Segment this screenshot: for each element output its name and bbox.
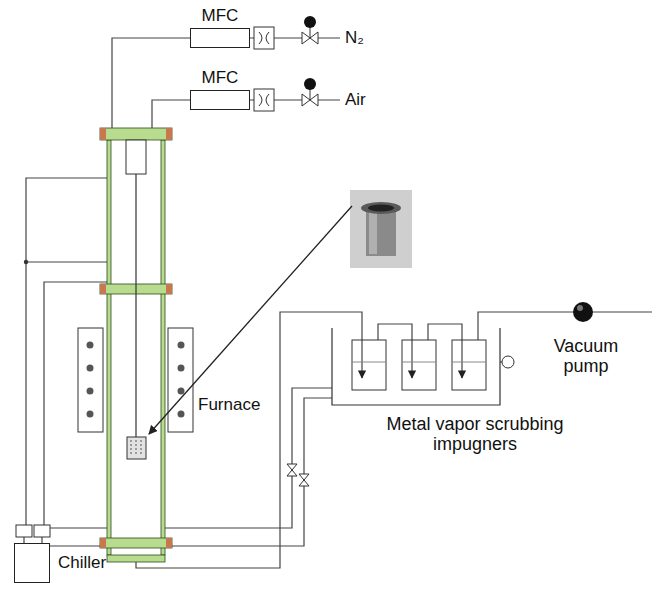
exhaust-line xyxy=(593,311,652,312)
bath-gauge xyxy=(502,356,514,368)
valve-knob xyxy=(304,16,316,28)
coolant-line xyxy=(44,282,107,525)
mass-flow-controller: MFC xyxy=(190,6,250,48)
flange-bolt xyxy=(166,284,172,294)
sample-photo xyxy=(361,202,401,214)
label-group: Chiller xyxy=(58,553,106,573)
cooling-bath xyxy=(332,328,500,405)
pump-box xyxy=(16,525,32,537)
exhaust-line xyxy=(136,312,362,568)
label-group: MFC xyxy=(202,6,239,26)
sample-photo xyxy=(369,212,377,254)
leader-arrow xyxy=(149,206,352,434)
furnace-label: Furnace xyxy=(198,395,260,415)
furnace-block xyxy=(78,328,103,432)
mass-flow-controller: MFC xyxy=(190,68,250,110)
pump-box xyxy=(34,525,50,537)
basket-mesh xyxy=(131,440,141,456)
chiller-box xyxy=(14,543,50,583)
heater-dot xyxy=(178,342,185,349)
liquid-level xyxy=(352,362,486,363)
heater-dot xyxy=(87,365,94,372)
reactor-bore xyxy=(111,140,161,555)
unit-label: MFC xyxy=(202,6,239,26)
filter-symbol xyxy=(254,89,274,111)
gas-line xyxy=(152,100,190,128)
reactor-wall xyxy=(161,140,165,555)
controller-box xyxy=(190,28,250,48)
hanging-rod xyxy=(135,174,136,437)
unit-label: MFC xyxy=(202,68,239,88)
gas-label: Air xyxy=(345,90,366,110)
unit-label: Chiller xyxy=(58,553,106,573)
controller-box xyxy=(190,90,250,110)
scrubber-label: Metal vapor scrubbing impugners xyxy=(358,414,592,454)
flange-bolt xyxy=(166,128,172,140)
filter-symbol xyxy=(254,27,274,49)
heater-dot xyxy=(87,388,94,395)
heater-dot xyxy=(178,388,185,395)
label-group: MFC xyxy=(202,68,239,88)
sample-basket xyxy=(127,437,146,459)
valve-symbol xyxy=(299,474,309,486)
reactor-flange xyxy=(100,128,172,140)
sample-photo xyxy=(350,190,412,268)
valve-stem xyxy=(310,27,311,38)
gas-line xyxy=(112,38,190,128)
impinger-bottle xyxy=(402,340,436,390)
heater-dot xyxy=(87,411,94,418)
flange-bolt xyxy=(100,284,106,294)
reactor-flange xyxy=(100,538,172,548)
reactor-wall xyxy=(107,140,111,555)
heater-dot xyxy=(87,342,94,349)
gas-label: N₂ xyxy=(345,28,364,48)
vacuum-pump-symbol xyxy=(577,305,583,311)
filter-symbol xyxy=(259,94,269,106)
sample-photo xyxy=(366,210,396,256)
flange-bolt xyxy=(100,538,106,548)
heater-dot xyxy=(178,365,185,372)
lance-holder xyxy=(126,140,146,174)
filter-symbol xyxy=(259,32,269,44)
furnace-block xyxy=(168,328,193,432)
chiller-unit: Chiller xyxy=(14,543,106,583)
junction-dot xyxy=(24,260,28,264)
reactor-cap xyxy=(107,555,165,562)
impinger-bottle xyxy=(452,340,486,390)
coolant-line xyxy=(26,178,107,525)
heater-dot xyxy=(178,411,185,418)
sample-photo xyxy=(368,205,394,212)
vacuum-pump-symbol xyxy=(573,302,593,322)
coolant-line xyxy=(26,261,107,262)
valve-knob xyxy=(304,78,316,90)
pump-label: Vacuum pump xyxy=(540,336,632,376)
valve-symbol xyxy=(287,464,297,476)
flange-bolt xyxy=(100,128,106,140)
flange-bolt xyxy=(166,538,172,548)
impinger-bottle xyxy=(352,340,386,390)
valve-stem xyxy=(310,89,311,100)
exhaust-line xyxy=(478,312,573,340)
